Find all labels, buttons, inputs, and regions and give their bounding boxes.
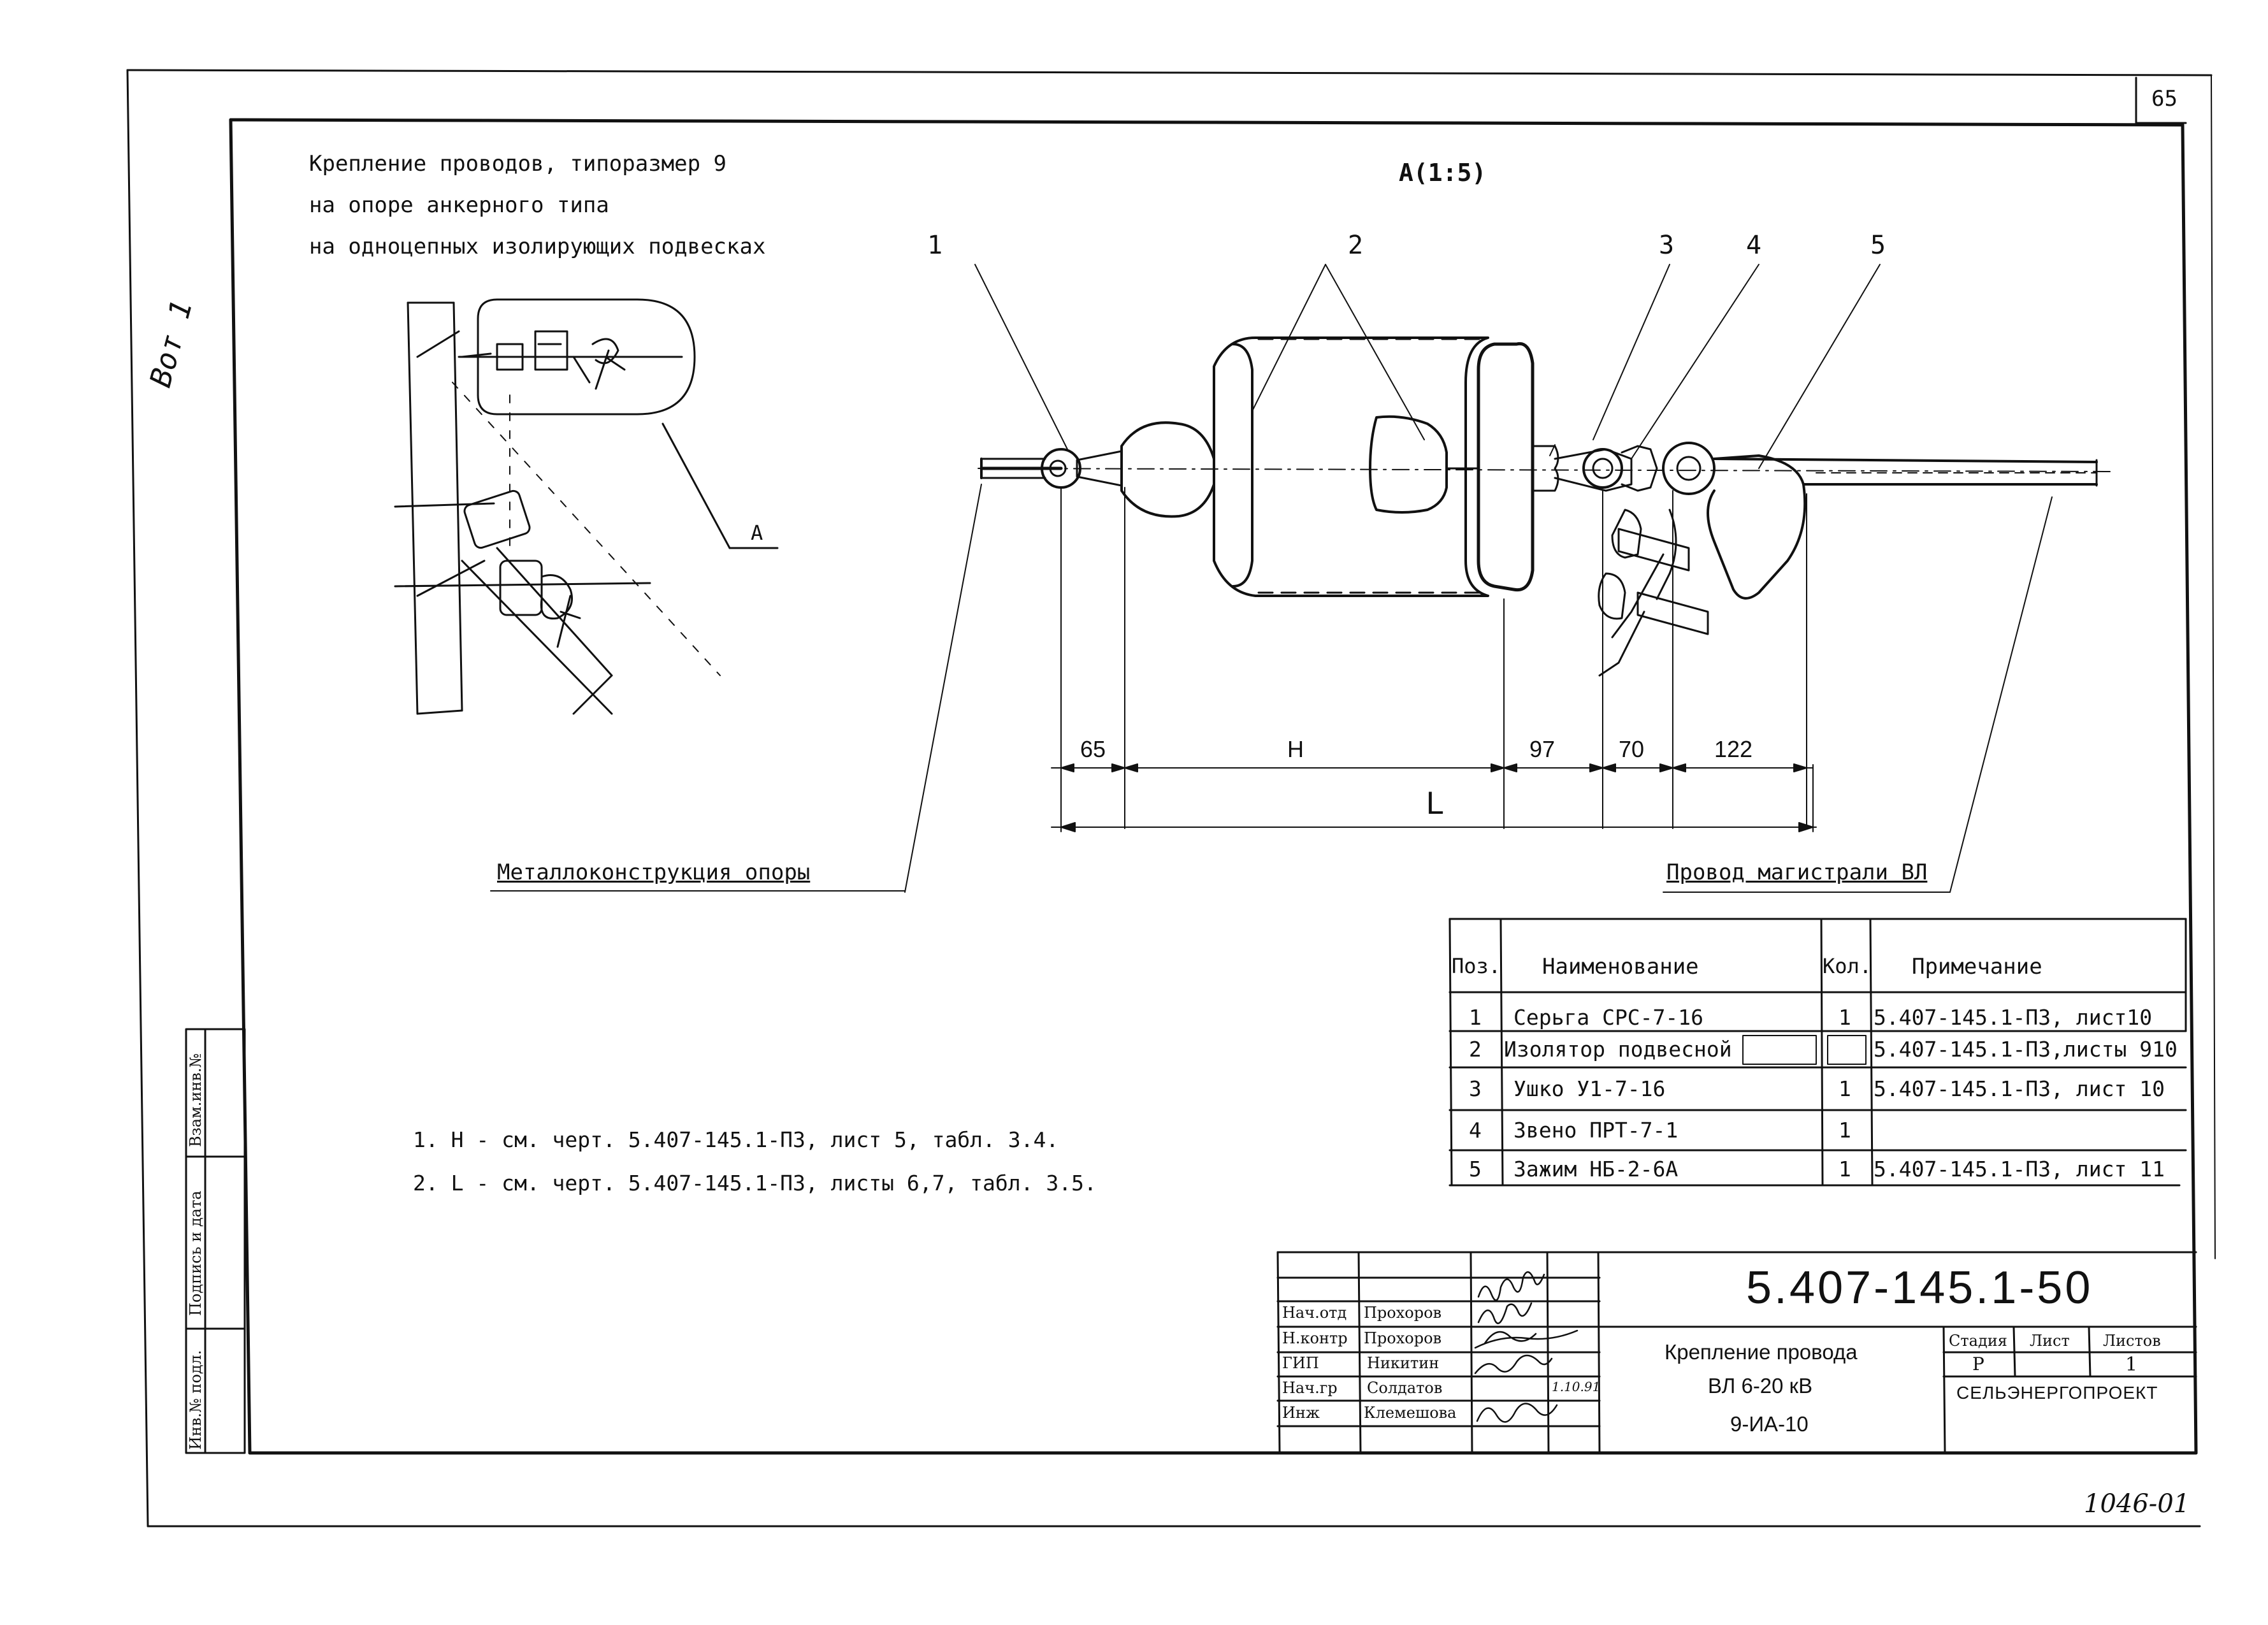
- row-1-name: Серьга СРС-7-16: [1513, 1005, 1704, 1030]
- dimension-70: 70: [1619, 736, 1645, 762]
- sheet-label: Лист: [2030, 1332, 2070, 1350]
- description-line-3: 9-ИА-10: [1730, 1412, 1809, 1436]
- note-1: 1. Н - см. черт. 5.407-145.1-ПЗ, лист 5,…: [413, 1127, 1059, 1152]
- row-3-name: Ушко У1-7-16: [1513, 1076, 1666, 1101]
- callout-a: А: [751, 521, 763, 545]
- table-header-qty: Кол.: [1823, 954, 1872, 978]
- drawing-title-line-2: на опоре анкерного типа: [309, 192, 609, 218]
- drawing-frame: [229, 118, 2198, 1455]
- row-4-qty: 1: [1838, 1118, 1851, 1143]
- table-header-pos: Поз.: [1452, 954, 1501, 978]
- side-stamp: [185, 1028, 246, 1454]
- sheet-number: 65: [2151, 86, 2178, 112]
- description-line-2: ВЛ 6-20 кВ: [1708, 1374, 1813, 1398]
- signer-name-2: Прохоров: [1364, 1329, 1442, 1347]
- callout-1: 1: [927, 231, 943, 260]
- dimension-l: L: [1426, 785, 1444, 821]
- drawing-title-line-3: на одноцепных изолирующих подвесках: [309, 234, 766, 259]
- stage-label: Стадия: [1949, 1332, 2007, 1350]
- row-3-note: 5.407-145.1-ПЗ, лист 10: [1874, 1076, 2165, 1101]
- signer-date-4: 1.10.91: [1552, 1379, 1601, 1394]
- callout-4: 4: [1746, 231, 1762, 260]
- note-2: 2. L - см. черт. 5.407-145.1-ПЗ, листы 6…: [413, 1171, 1097, 1195]
- row-5-pos: 5: [1469, 1157, 1482, 1181]
- row-2-note: 5.407-145.1-ПЗ,листы 910: [1874, 1037, 2178, 1062]
- document-code: 5.407-145.1-50: [1746, 1262, 2093, 1313]
- overview-sketch: [394, 298, 779, 715]
- row-5-qty: 1: [1838, 1157, 1851, 1181]
- dimension-122: 122: [1714, 736, 1753, 762]
- row-1-pos: 1: [1469, 1005, 1482, 1030]
- row-3-pos: 3: [1469, 1076, 1482, 1101]
- title-block-grid: [1276, 1251, 2197, 1454]
- row-2-pos: 2: [1469, 1037, 1482, 1062]
- dimension-97: 97: [1529, 736, 1556, 762]
- signer-name-4: Солдатов: [1367, 1379, 1443, 1397]
- sheet-border: [126, 69, 2216, 1528]
- callout-2: 2: [1348, 231, 1364, 260]
- signer-role-2: Н.контр: [1282, 1329, 1348, 1347]
- detail-a-assembly: [978, 336, 2116, 677]
- signer-name-5: Клемешова: [1364, 1404, 1457, 1422]
- row-4-name: Звено ПРТ-7-1: [1513, 1118, 1679, 1143]
- signatures: [1474, 1271, 1578, 1423]
- dimension-h: Н: [1287, 736, 1304, 762]
- table-header-note: Примечание: [1912, 954, 2042, 979]
- signer-name-3: Никитин: [1367, 1354, 1440, 1372]
- stamp-label-inv: Инв.№ подл.: [187, 1350, 205, 1450]
- stamp-label-replace: Взам.инв.№: [187, 1053, 205, 1147]
- table-header-name: Наименование: [1542, 954, 1699, 979]
- sheets-label: Листов: [2103, 1332, 2161, 1350]
- dimension-lines: [1051, 487, 1817, 832]
- signer-role-4: Нач.гр: [1282, 1379, 1338, 1397]
- label-structure: Металлоконструкция опоры: [497, 860, 811, 885]
- label-leaders: [490, 484, 2053, 893]
- row-3-qty: 1: [1838, 1076, 1851, 1101]
- drawing-title-line-1: Крепление проводов, типоразмер 9: [309, 151, 727, 177]
- detail-a-leaders: [974, 264, 1881, 469]
- sheet-number-box: [2135, 76, 2187, 124]
- signer-role-1: Нач.отд: [1282, 1304, 1347, 1322]
- row-5-note: 5.407-145.1-ПЗ, лист 11: [1874, 1157, 2165, 1181]
- row-1-qty: 1: [1838, 1005, 1851, 1030]
- organization-name: СЕЛЬЭНЕРГОПРОЕКТ: [1956, 1383, 2158, 1403]
- row-2-name: Изолятор подвесной: [1504, 1037, 1732, 1062]
- sheets-value: 1: [2125, 1354, 2138, 1376]
- row-4-pos: 4: [1469, 1118, 1482, 1143]
- stage-value: Р: [1972, 1354, 1984, 1375]
- label-wire: Провод магистрали ВЛ: [1666, 860, 1928, 885]
- signer-role-3: ГИП: [1282, 1354, 1319, 1372]
- callout-3: 3: [1659, 231, 1675, 260]
- dimension-65: 65: [1080, 736, 1106, 762]
- row-1-note: 5.407-145.1-ПЗ, лист10: [1874, 1005, 2153, 1030]
- signer-role-5: Инж: [1282, 1404, 1320, 1422]
- stamp-label-sign: Подпись и дата: [187, 1190, 205, 1316]
- description-line-1: Крепление провода: [1665, 1340, 1858, 1364]
- view-label: А(1:5): [1399, 159, 1487, 187]
- signer-name-1: Прохоров: [1364, 1304, 1442, 1322]
- parts-table-grid: [1448, 918, 2187, 1187]
- row-5-name: Зажим НБ-2-6А: [1513, 1157, 1679, 1181]
- callout-5: 5: [1870, 231, 1886, 260]
- footer-code: 1046-01: [2084, 1489, 2190, 1519]
